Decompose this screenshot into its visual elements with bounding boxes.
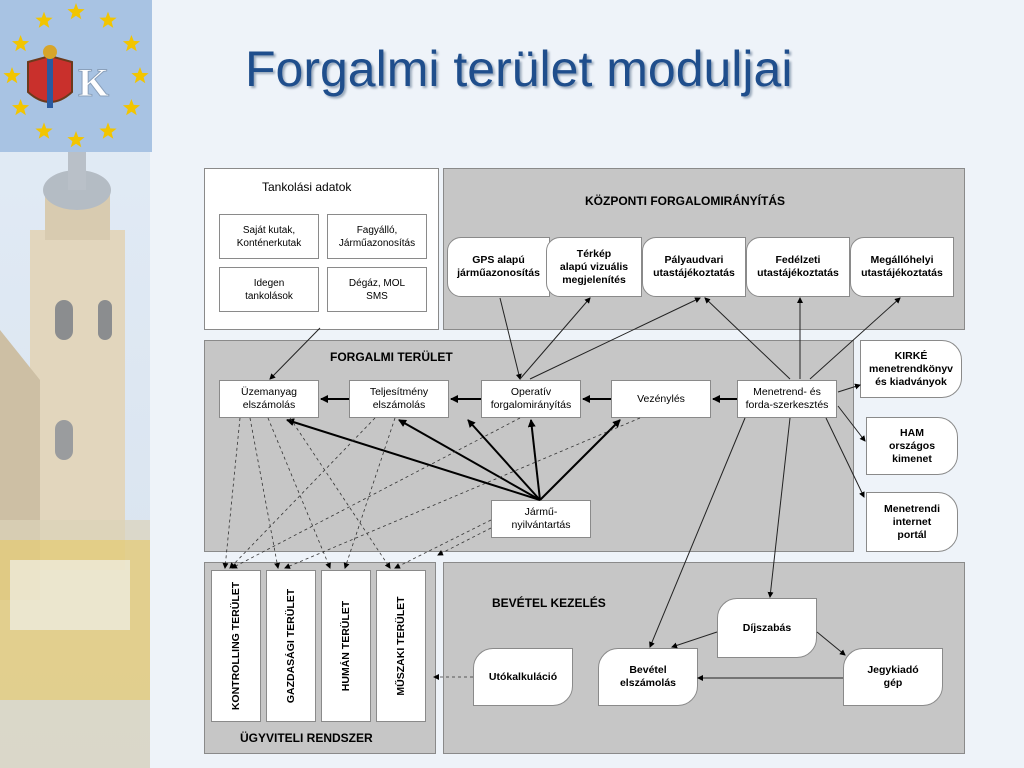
box-vezenyles: Vezénylés [611,380,711,418]
output-ham: HAM országos kimenet [866,417,958,475]
kozponti-palyaudvari: Pályaudvari utastájékoztatás [642,237,746,297]
star-icon [3,67,21,84]
ugyv-human: HUMÁN TERÜLET [321,570,371,722]
box-jegykiado: Jegykiadó gép [843,648,943,706]
box-menetrend: Menetrend- és forda-szerkesztés [737,380,837,418]
output-kirke: KIRKÉ menetrendkönyv és kiadványok [860,340,962,398]
tank-item-fagyallo: Fagyálló, Járműazonosítás [327,214,427,259]
star-icon [12,35,30,52]
ugyv-gazdasagi: GAZDASÁGI TERÜLET [266,570,316,722]
ugyv-kontrolling: KONTROLLING TERÜLET [211,570,261,722]
logo-block: K [0,0,152,152]
box-teljesitmeny: Teljesítmény elszámolás [349,380,449,418]
box-bevetel-elszamolas: Bevétel elszámolás [598,648,698,706]
dashed-connectors [222,417,641,680]
tankolas-heading: Tankolási adatok [262,180,352,194]
kozponti-fedelzeti: Fedélzeti utastájékoztatás [746,237,850,297]
bevetel-heading: BEVÉTEL KEZELÉS [492,596,606,610]
star-icon [99,122,117,139]
box-jarmu: Jármű- nyilvántartás [491,500,591,538]
forgalmi-heading: FORGALMI TERÜLET [330,350,453,364]
page-title: Forgalmi terület moduljai [245,41,793,97]
star-icon [67,3,85,20]
ugyv-muszaki: MŰSZAKI TERÜLET [376,570,426,722]
star-icon [99,11,117,28]
thin-connectors [269,297,901,681]
kozponti-megallohelyi: Megállóhelyi utastájékoztatás [850,237,954,297]
star-icon [35,11,53,28]
star-icon [131,67,149,84]
star-icon [67,131,85,148]
box-uzemanyag: Üzemanyag elszámolás [219,380,319,418]
box-operativ: Operatív forgalomirányítás [481,380,581,418]
star-icon [12,99,30,116]
kozponti-heading: KÖZPONTI FORGALOMIRÁNYÍTÁS [585,194,785,208]
tank-item-idegen: Idegen tankolások [219,267,319,312]
tank-item-degaz: Dégáz, MOL SMS [327,267,427,312]
star-icon [122,35,140,52]
tank-item-sajat: Saját kutak, Konténerkutak [219,214,319,259]
star-icon [122,99,140,116]
svg-text:K: K [78,60,109,105]
kozponti-gps: GPS alapú járműazonosítás [447,237,550,297]
box-utokalkulacio: Utókalkuláció [473,648,573,706]
output-portal: Menetrendi internet portál [866,492,958,552]
star-icon [35,122,53,139]
ugyviteli-heading: ÜGYVITELI RENDSZER [240,731,373,745]
kozponti-terkep: Térkép alapú vizuális megjelenítés [546,237,642,297]
box-dijszabas: Díjszabás [717,598,817,658]
eu-stars-logo: K [3,3,149,148]
thick-connectors [286,395,737,501]
